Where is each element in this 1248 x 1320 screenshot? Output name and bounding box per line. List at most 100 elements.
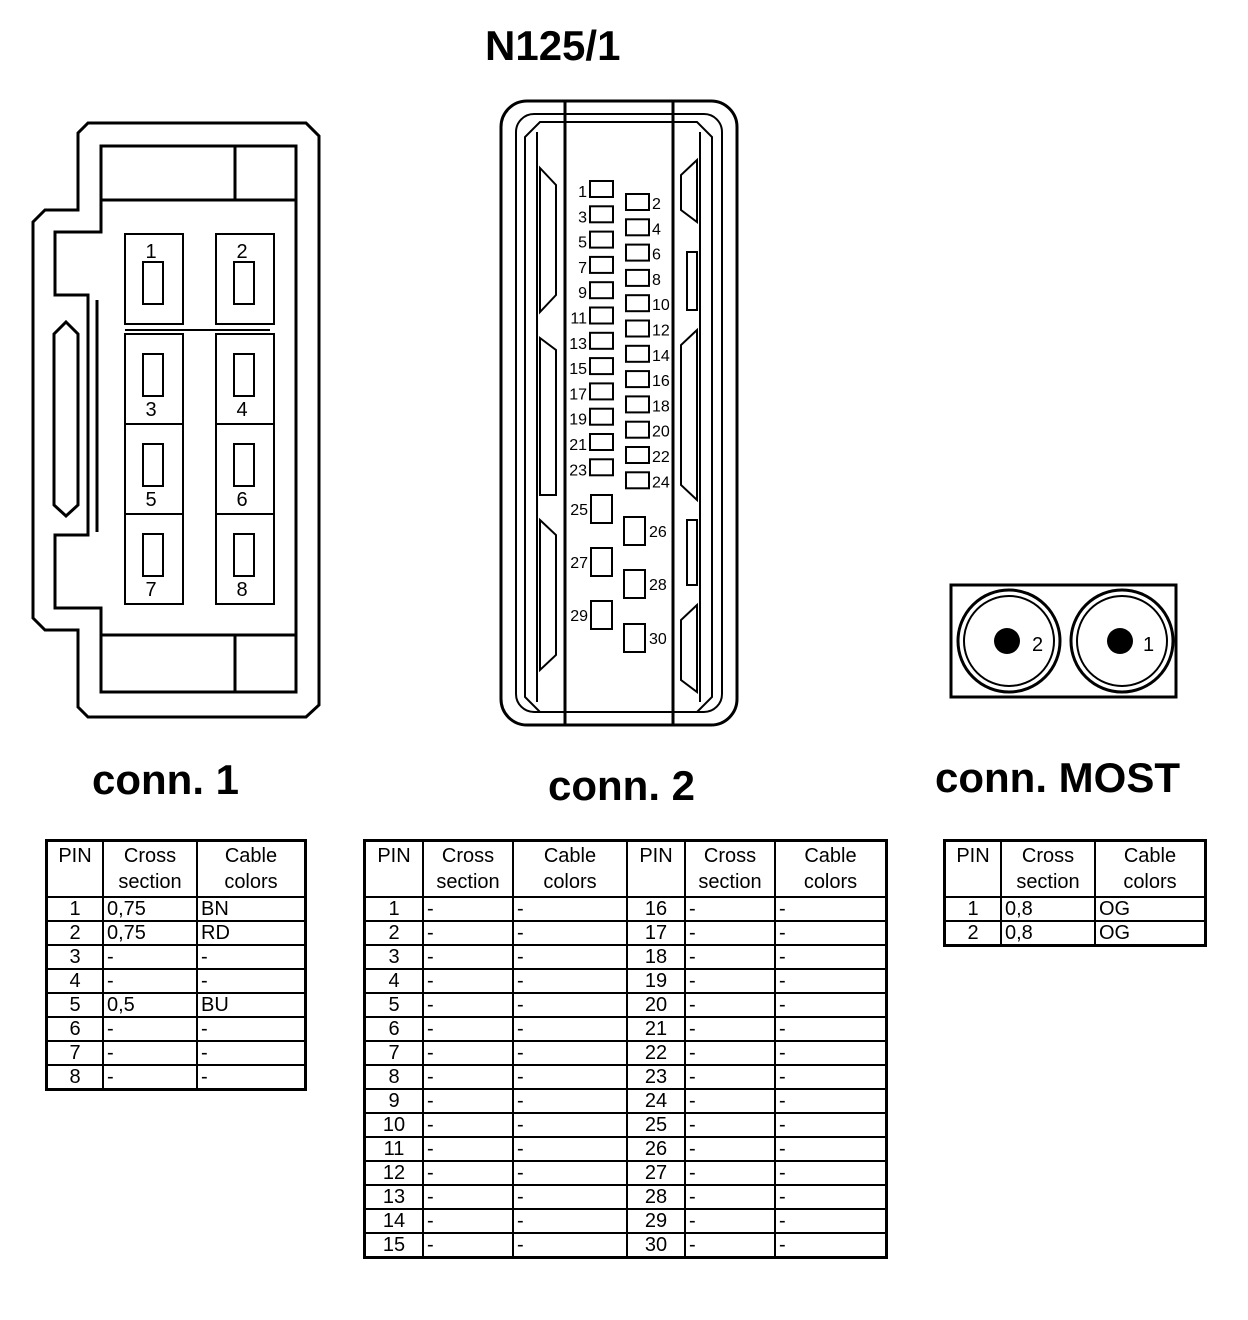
cross-section-cell: 0,5 [102, 992, 198, 1018]
cable-color-cell: - [196, 1040, 307, 1066]
conn2-pin-label: 24 [652, 474, 670, 491]
conn1-label: conn. 1 [92, 756, 240, 803]
conn2-pin-label: 3 [578, 209, 587, 226]
cross-section-cell: - [422, 1232, 514, 1259]
cable-color-cell-b: - [774, 896, 888, 922]
cable-color-cell-b: - [774, 1160, 888, 1186]
pin-cell: 2 [363, 920, 424, 946]
pin-cell: 6 [363, 1016, 424, 1042]
cross-section-cell: - [422, 944, 514, 970]
conn2-contact [625, 193, 650, 211]
conn1-contact [233, 353, 255, 397]
most-pin-1-contact [1107, 628, 1133, 654]
conn2-pin-label: 7 [578, 260, 587, 277]
cable-color-cell: - [512, 1040, 628, 1066]
conn1-pin-label: 6 [236, 489, 247, 511]
table-row: 8--23-- [363, 1064, 888, 1090]
conn1-contact [142, 443, 164, 487]
pin-cell: 6 [45, 1016, 104, 1042]
table-row: 3-- [45, 944, 307, 970]
cable-color-cell: - [512, 968, 628, 994]
conn2-contact [590, 547, 613, 577]
table-row: 1--16-- [363, 896, 888, 922]
conn2-contact [625, 420, 650, 439]
pin-cell: 4 [45, 968, 104, 994]
pin-cell-b: 24 [626, 1088, 686, 1114]
conn2-contact [590, 600, 613, 630]
cable-color-cell: - [512, 1232, 628, 1259]
pin-header: PIN [943, 839, 1002, 898]
conn2-contact [625, 218, 650, 237]
cable-color-cell-b: - [774, 1184, 888, 1210]
conn2-contact [590, 494, 613, 524]
cross-section-cell: - [422, 1160, 514, 1186]
conn2-pin-label: 14 [652, 348, 670, 365]
cable-color-cell: - [512, 1016, 628, 1042]
most-label: conn. MOST [935, 754, 1180, 801]
cable-color-cell: - [512, 992, 628, 1018]
most-pin-label: 1 [1143, 634, 1154, 656]
cross-section-cell: - [102, 1016, 198, 1042]
cable-color-cell-b: - [774, 1016, 888, 1042]
pin-cell: 3 [363, 944, 424, 970]
pin-cell-b: 26 [626, 1136, 686, 1162]
table-row: 5--20-- [363, 992, 888, 1018]
conn2-pin-label: 20 [652, 424, 670, 441]
conn2-pin-label: 29 [570, 608, 588, 625]
cross-section-cell: - [422, 1184, 514, 1210]
conn1-cavity [215, 233, 275, 325]
pin-cell-b: 27 [626, 1160, 686, 1186]
conn2-pin-label: 4 [652, 221, 661, 238]
conn2-pin-label: 25 [570, 502, 588, 519]
cable-color-cell-b: - [774, 1112, 888, 1138]
cable-color-cell-b: - [774, 1088, 888, 1114]
cable-color-cell-b: - [774, 1040, 888, 1066]
pin-header: PIN [45, 839, 104, 898]
cross-section-cell: - [422, 1208, 514, 1234]
cross-section-cell-b: - [684, 1040, 776, 1066]
conn2-contact [589, 382, 614, 401]
conn2-contact [625, 471, 650, 490]
conn2-contact [589, 331, 614, 350]
table-row: 14--29-- [363, 1208, 888, 1234]
cross-section-cell-b: - [684, 1136, 776, 1162]
table-row: 10--25-- [363, 1112, 888, 1138]
cable-color-cell-b: - [774, 1232, 888, 1259]
conn1-contact [142, 261, 164, 305]
table-row: 3--18-- [363, 944, 888, 970]
cross-section-cell: - [422, 1016, 514, 1042]
cross-section-cell-b: - [684, 944, 776, 970]
conn2-contact [625, 243, 650, 262]
cable-color-cell-b: - [774, 1136, 888, 1162]
cross-section-cell: - [102, 944, 198, 970]
pin-cell: 5 [363, 992, 424, 1018]
cross-section-cell: - [422, 1088, 514, 1114]
pin-cell-b: 16 [626, 896, 686, 922]
cable-color-cell: OG [1094, 920, 1207, 947]
conn2-pin-label: 13 [569, 336, 587, 353]
conn2-contact [589, 230, 614, 249]
cross-section-cell-b: - [684, 896, 776, 922]
conn2-contact [625, 344, 650, 363]
pin-cell-b: 25 [626, 1112, 686, 1138]
conn2-pin-slots: 1234567891011121314151617181920212223242… [569, 180, 670, 653]
cable-color-cell: - [512, 896, 628, 922]
table-row: 7--22-- [363, 1040, 888, 1066]
conn2-pin-label: 26 [649, 524, 667, 541]
conn2-contact [623, 516, 646, 546]
pin-cell-b: 20 [626, 992, 686, 1018]
table-row: 7-- [45, 1040, 307, 1066]
cable-color-cell: - [512, 1112, 628, 1138]
